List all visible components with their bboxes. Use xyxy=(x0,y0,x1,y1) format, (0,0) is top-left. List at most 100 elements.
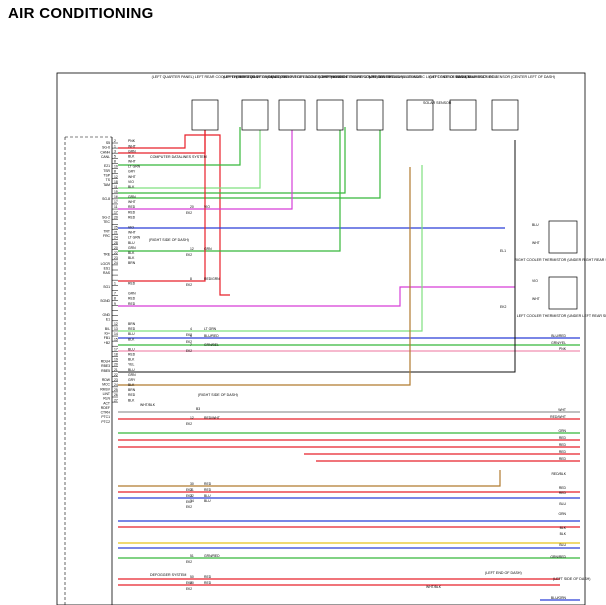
wire-red-1 xyxy=(118,134,230,296)
pin-number: 2 xyxy=(114,139,116,143)
mid-pin: 50 xyxy=(190,575,194,579)
pin-number: 1 xyxy=(114,281,116,285)
component-box xyxy=(491,99,519,131)
ecu-pin-name: TSP xyxy=(103,174,110,178)
mid-conn: EK2 xyxy=(186,422,192,426)
pin-number: 21 xyxy=(114,368,118,372)
wire-color-label: WHT xyxy=(532,241,540,245)
mid-wire: RED xyxy=(204,488,212,492)
pin-number: 5 xyxy=(114,154,116,158)
component-box xyxy=(278,99,306,131)
mid-conn: EK2 xyxy=(186,333,192,337)
ecu-pin-name: SG-2 xyxy=(102,215,110,219)
ecu-pin-name: S5 xyxy=(106,141,110,145)
pin-number: 15 xyxy=(114,190,118,194)
pin-number: 20 xyxy=(114,246,118,250)
ecu-pin-name: ES1 xyxy=(104,267,111,271)
thermistor-label: RIGHT COOLER THERMISTOR (UNDER RIGHT REA… xyxy=(514,258,606,262)
component-label: ROOM TEMPERATURE SENSOR (CENTER LEFT OF … xyxy=(455,75,555,79)
wire-color-label: BLK xyxy=(128,398,135,402)
pin-number: 8 xyxy=(114,170,116,174)
mid-wire: RED/WHT xyxy=(204,416,220,420)
pin-number: 17 xyxy=(114,347,118,351)
pin-number: 27 xyxy=(114,398,118,402)
wire-color-label: BRN xyxy=(128,322,136,326)
pin-number: 21 xyxy=(114,231,118,235)
component-label: (RIGHT QUARTER PANEL) RIGHT REAR COOLER … xyxy=(236,75,347,79)
right-wire-label: RED xyxy=(559,486,567,490)
ecu-pin-name: SG-8 xyxy=(102,197,110,201)
wire-color-label: BLU xyxy=(128,347,135,351)
wire-color-label: RED xyxy=(128,393,136,397)
mid-wire: GRN xyxy=(204,247,212,251)
mid-wire: RED xyxy=(204,482,212,486)
wire-color-label: GRN xyxy=(128,149,136,153)
mid-wire: LT GRN xyxy=(204,327,217,331)
ecu-pin-name: TRE xyxy=(103,253,111,257)
wire-red-3 xyxy=(118,127,206,282)
mid-pin: 51 xyxy=(190,554,194,558)
mid-wire: RED xyxy=(204,575,212,579)
ecu-pin-name: RMSV xyxy=(100,387,111,391)
pin-number: 8 xyxy=(114,297,116,301)
wire-color-label: GRY xyxy=(128,170,136,174)
ecu-pin-name: E1 xyxy=(106,318,110,322)
component-label: (CENTER OF DASH) AUTOMATIC LIGHT CONTROL… xyxy=(369,75,471,79)
component-label: (LEFT QUARTER PANEL) LEFT REAR COOLER TH… xyxy=(152,75,259,79)
mid-conn: EK2 xyxy=(186,587,192,591)
pin-number: 22 xyxy=(114,373,118,377)
wire-color-label: RED xyxy=(128,353,136,357)
wire-brown-2 xyxy=(118,470,501,487)
pin-number: 20 xyxy=(114,363,118,367)
component-box xyxy=(449,99,477,131)
pin-number: 17 xyxy=(114,210,118,214)
mid-conn: EK2 xyxy=(186,488,192,492)
pin-number: 7 xyxy=(114,292,116,296)
mid-conn: EK2 xyxy=(186,283,192,287)
mid-pin: 60 xyxy=(190,581,194,585)
wire-color-label: BLK xyxy=(128,251,135,255)
wire-color-label: BLK xyxy=(128,154,135,158)
mid-pin: 31 xyxy=(190,488,194,492)
right-wire-label: RED xyxy=(559,457,567,461)
ecu-pin-name: FRC xyxy=(103,234,111,238)
ecu-pin-name: LGCR xyxy=(101,262,111,266)
ecu-pin-name: SG-6 xyxy=(102,146,110,150)
wire-color-label: GRN xyxy=(128,373,136,377)
mid-conn: EK2 xyxy=(186,340,192,344)
wire-ltgreen-2 xyxy=(118,165,423,332)
ecu-pin-name: RBE5 xyxy=(101,369,110,373)
right-wire-label: RED xyxy=(559,450,567,454)
pin-number: 16 xyxy=(114,195,118,199)
splice-label: WHT/BLK xyxy=(140,403,156,407)
wire-color-label: WHT xyxy=(128,160,136,164)
ecu-pin-name: RDW xyxy=(102,378,111,382)
pin-number: 22 xyxy=(114,251,118,255)
ecu-pin-name: MCC xyxy=(102,383,110,387)
wire-color-label: GRN xyxy=(128,292,136,296)
pin-number: 8 xyxy=(114,160,116,164)
mid-conn: EK2 xyxy=(186,581,192,585)
wire-color-label: BRN xyxy=(128,261,136,265)
right-wire-label: BLK xyxy=(560,526,567,530)
pin-number: 20 xyxy=(114,215,118,219)
thermistor-lcool xyxy=(548,276,578,310)
mid-wire: GRN/BEL xyxy=(204,343,219,347)
right-wire-label: GRN/RED xyxy=(550,555,566,559)
right-wire-label: BLU xyxy=(559,543,566,547)
right-wire-label: GRN xyxy=(558,512,566,516)
wire-color-label: LT GRN xyxy=(128,236,141,240)
ecu-pin-name: RDU4 xyxy=(101,359,110,363)
mid-conn: EK2 xyxy=(186,500,192,504)
ecu-pin-name: LINT xyxy=(103,392,110,396)
mid-wire: VIO xyxy=(204,205,210,209)
mid-pin: 5 xyxy=(190,334,192,338)
pin-number: 28 xyxy=(114,241,118,245)
wire-color-label: RED xyxy=(128,281,136,285)
pin-number: 26 xyxy=(114,393,118,397)
ecu-pin-name: RAS xyxy=(103,271,111,275)
wire-color-label: VIO xyxy=(128,226,134,230)
wire-color-label: RED xyxy=(128,297,136,301)
wire-color-label: RED xyxy=(128,215,136,219)
mid-pin: 7 xyxy=(190,343,192,347)
